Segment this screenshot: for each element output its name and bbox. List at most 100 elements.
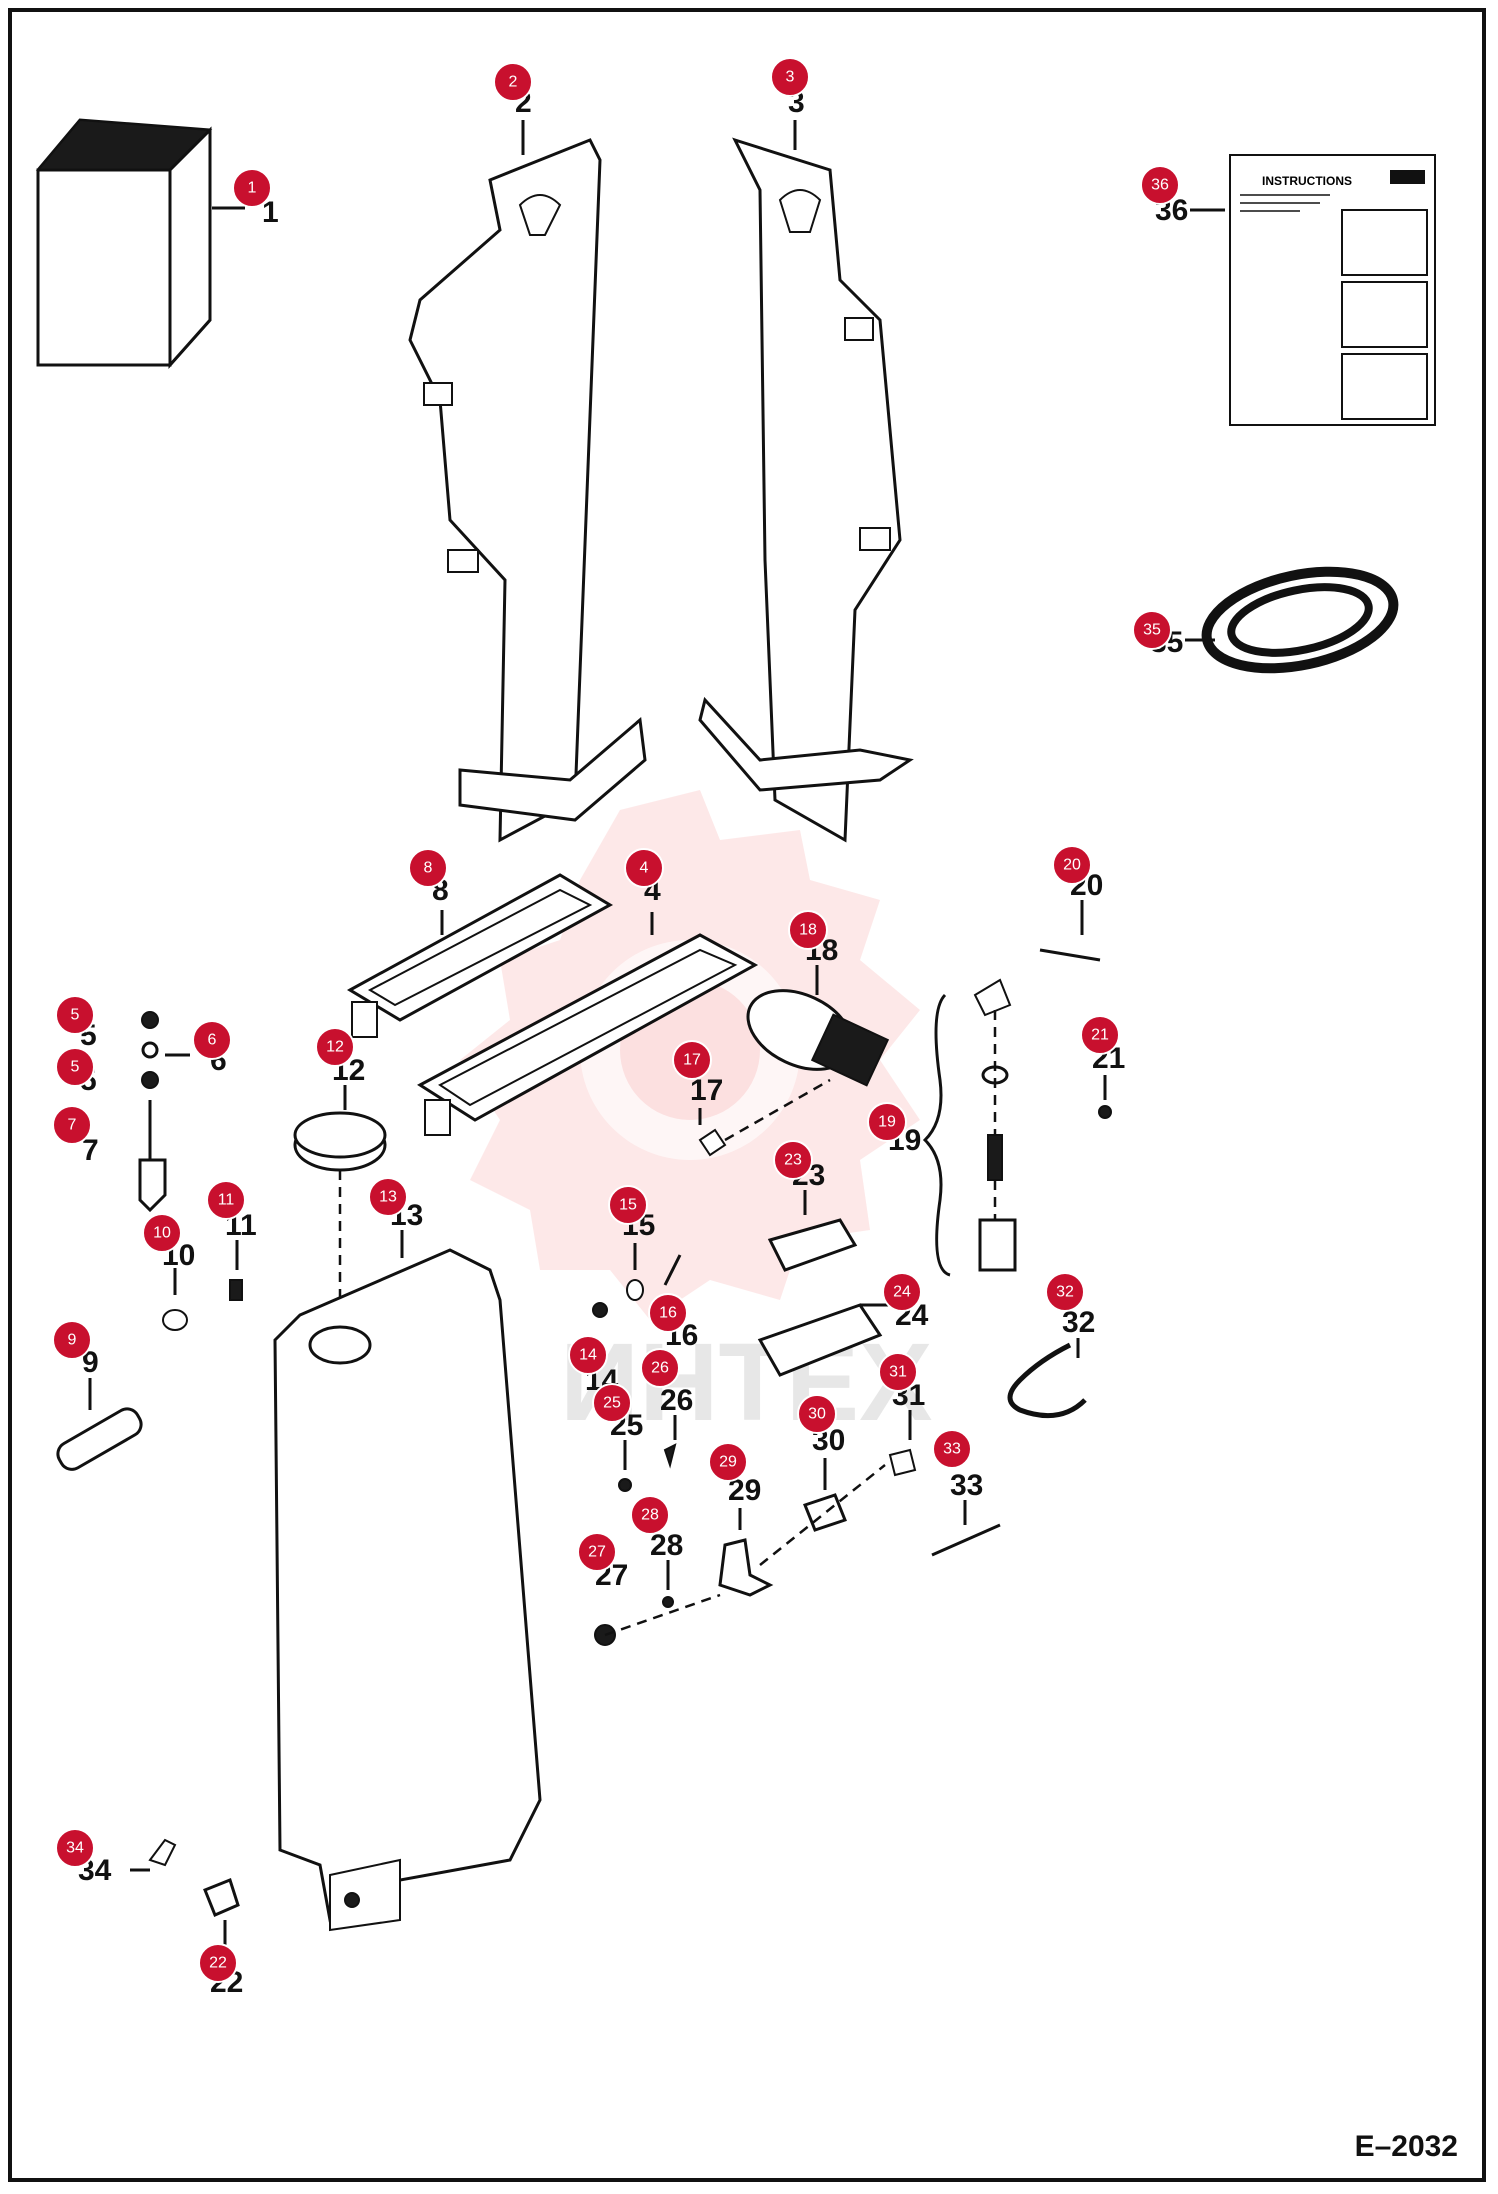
part-23-block: [767, 1190, 858, 1272]
callout-22[interactable]: 22: [198, 1943, 238, 1983]
figure-code: E–2032: [1354, 2130, 1458, 2163]
part-36-instruction-sheet: INSTRUCTIONS: [1190, 154, 1436, 426]
part-22-plug: [203, 1878, 240, 1950]
callout-27[interactable]: 27: [577, 1532, 617, 1572]
callout-30[interactable]: 30: [797, 1394, 837, 1434]
callout-31[interactable]: 31: [878, 1352, 918, 1392]
part-35-hose: [1185, 566, 1399, 674]
callout-6[interactable]: 6: [192, 1020, 232, 1060]
callout-29[interactable]: 29: [708, 1442, 748, 1482]
part-20-fitting: [1039, 900, 1101, 962]
callout-label-26: 26: [651, 1360, 669, 1377]
callout-label-7: 7: [68, 1117, 77, 1134]
callout-label-15: 15: [619, 1197, 637, 1214]
callout-17[interactable]: 17: [672, 1040, 712, 1080]
callout-33[interactable]: 33: [932, 1429, 972, 1469]
part-30-valve: [759, 1458, 886, 1566]
callout-19[interactable]: 19: [867, 1102, 907, 1142]
callout-label-35: 35: [1143, 622, 1161, 639]
callout-26[interactable]: 26: [640, 1348, 680, 1388]
callout-28[interactable]: 28: [630, 1495, 670, 1535]
callout-label-12: 12: [326, 1039, 344, 1056]
part-13-tank: [273, 1230, 542, 1932]
callout-label-33: 33: [943, 1441, 961, 1458]
part-18-pump: [746, 965, 890, 1087]
part-16-bolt: [663, 1254, 682, 1286]
part-28-bolt: [604, 1560, 721, 1637]
callout-13[interactable]: 13: [368, 1177, 408, 1217]
callout-10[interactable]: 10: [142, 1213, 182, 1253]
callout-34[interactable]: 34: [55, 1828, 95, 1868]
callout-label-28: 28: [641, 1507, 659, 1524]
callout-label-34: 34: [66, 1840, 84, 1857]
part-2-left-upright: [408, 120, 647, 843]
diagram-frame: [8, 8, 1486, 2182]
part-32-hose: [1007, 1338, 1087, 1419]
callout-label-4: 4: [640, 860, 649, 877]
part-label-7: 7: [82, 1134, 99, 1167]
part-label-9: 9: [82, 1346, 99, 1379]
callout-label-13: 13: [379, 1189, 397, 1206]
part-label-28: 28: [650, 1529, 683, 1562]
callout-label-1: 1: [248, 180, 257, 197]
part-14-screw: [592, 1302, 608, 1318]
callout-24[interactable]: 24: [882, 1272, 922, 1312]
part-1-box: [35, 118, 245, 369]
callout-35[interactable]: 35: [1132, 610, 1172, 650]
part-4-rail: [417, 912, 759, 1136]
callout-4[interactable]: 4: [624, 848, 664, 888]
callout-label-19: 19: [878, 1114, 896, 1131]
callout-label-29: 29: [719, 1454, 737, 1471]
part-21-bolt: [1098, 1075, 1112, 1119]
part-19-strainer-assembly: [922, 978, 1017, 1277]
part-29-bracket: [718, 1508, 774, 1597]
callout-label-9: 9: [68, 1332, 77, 1349]
callout-label-10: 10: [153, 1225, 171, 1242]
callout-21[interactable]: 21: [1080, 1015, 1120, 1055]
callout-8[interactable]: 8: [408, 848, 448, 888]
callout-label-3: 3: [786, 69, 795, 86]
part-12-cap: [293, 1085, 387, 1315]
callout-20[interactable]: 20: [1052, 845, 1092, 885]
part-25-nut: [618, 1440, 632, 1492]
callout-15[interactable]: 15: [608, 1185, 648, 1225]
callout-label-16: 16: [659, 1305, 677, 1322]
callout-36[interactable]: 36: [1140, 165, 1180, 205]
callout-label-25: 25: [603, 1395, 621, 1412]
part-26-screw: [663, 1415, 677, 1469]
callout-label-18: 18: [799, 922, 817, 939]
part-24-bracket: [757, 1303, 890, 1377]
callout-3[interactable]: 3: [770, 57, 810, 97]
part-34-fitting: [130, 1838, 177, 1872]
callout-label-30: 30: [808, 1406, 826, 1423]
callout-1[interactable]: 1: [232, 168, 272, 208]
callout-label-23: 23: [784, 1152, 802, 1169]
callout-16[interactable]: 16: [648, 1293, 688, 1333]
callout-label-32: 32: [1056, 1284, 1074, 1301]
part-17-fitting: [698, 1078, 831, 1157]
part-3-right-upright: [698, 120, 914, 843]
part-label-1: 1: [262, 196, 279, 229]
callout-18[interactable]: 18: [788, 910, 828, 950]
part-15-washer: [626, 1243, 644, 1301]
callout-25[interactable]: 25: [592, 1383, 632, 1423]
callout-label-14: 14: [579, 1347, 597, 1364]
callout-12[interactable]: 12: [315, 1027, 355, 1067]
callout-label-22: 22: [209, 1955, 227, 1972]
callout-7[interactable]: 7: [52, 1105, 92, 1145]
callout-2[interactable]: 2: [493, 62, 533, 102]
callout-label-8: 8: [424, 860, 433, 877]
callout-14[interactable]: 14: [568, 1335, 608, 1375]
part-11-screw: [229, 1240, 243, 1301]
part-9-pin: [56, 1378, 143, 1471]
callout-23[interactable]: 23: [773, 1140, 813, 1180]
callout-5a[interactable]: 5: [55, 995, 95, 1035]
callout-11[interactable]: 11: [206, 1180, 246, 1220]
callout-9[interactable]: 9: [52, 1320, 92, 1360]
callout-32[interactable]: 32: [1045, 1272, 1085, 1312]
part-31-fitting: [888, 1410, 917, 1477]
callout-label-24: 24: [893, 1284, 911, 1301]
callout-label-20: 20: [1063, 857, 1081, 874]
callout-5b[interactable]: 5: [55, 1047, 95, 1087]
